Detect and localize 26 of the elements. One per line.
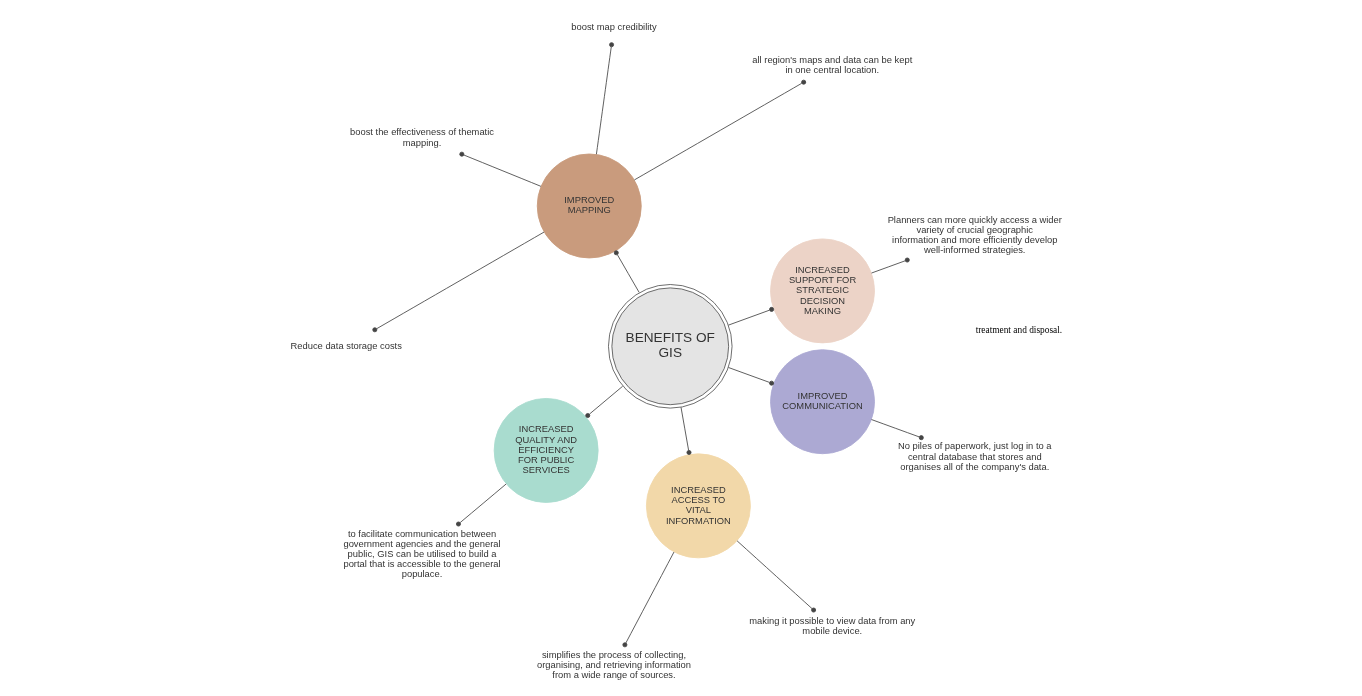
node-text: No piles of paperwork, just log in to a central database that stores and organises all of the company's data. [897, 441, 1052, 472]
node-circle: INCREASED ACCESS TO VITAL INFORMATION [645, 453, 751, 559]
connector [458, 151, 541, 187]
node-text: boost map credibility [570, 21, 657, 32]
connector [870, 419, 924, 441]
connector [680, 406, 691, 455]
node-text: simplifies the process of collecting, organising, and retrieving information from a wide range of sources. [536, 649, 691, 681]
node-text: all region's maps and data can be kept in one central location. [751, 54, 912, 76]
node-text: to facilitate communication between government agencies and the general public, GIS can be utilised to build a portal that is accessible to the general populace. [342, 528, 501, 580]
node-text: Reduce data storage costs [290, 340, 402, 351]
connector [633, 79, 806, 181]
connector [371, 231, 545, 333]
node-text: making it possible to view data from any mobile device. [748, 616, 915, 637]
connector [595, 42, 614, 155]
node-circle: INCREASED QUALITY AND EFFICIENCY FOR PUBLIC SERVICES [493, 398, 599, 503]
connector [584, 385, 623, 418]
connector [727, 306, 774, 326]
connector [870, 257, 910, 274]
connector [621, 551, 674, 648]
connector [455, 483, 507, 527]
connector [736, 540, 816, 613]
node-text: boost the effectiveness of thematic mapping. [349, 127, 494, 148]
connector [613, 250, 640, 293]
label: treatment and disposal. [975, 325, 1062, 336]
connector [727, 367, 774, 386]
node-text: Planners can more quickly access a wider variety of crucial geographic information and more efficiently develop well-informed strategies. [887, 214, 1062, 256]
